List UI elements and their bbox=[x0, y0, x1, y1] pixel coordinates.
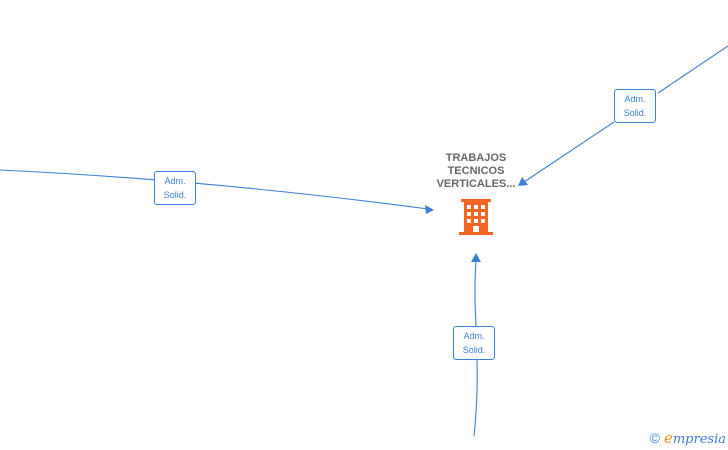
copyright-symbol: © bbox=[649, 430, 660, 446]
edge-left-arrow bbox=[425, 205, 434, 214]
edge-bottom-label[interactable]: Adm. Solid. bbox=[453, 326, 495, 360]
building-icon bbox=[459, 199, 493, 235]
edge-top-right-label-line1: Adm. bbox=[624, 94, 646, 104]
edge-top-right-line bbox=[523, 45, 728, 183]
edge-top-right-label-line2: Solid. bbox=[623, 108, 647, 118]
edge-bottom-label-line1: Adm. bbox=[463, 331, 485, 341]
brand-logo-text: mpresia bbox=[672, 432, 726, 447]
edge-top-right-label[interactable]: Adm. Solid. bbox=[614, 89, 656, 123]
edge-bottom-line bbox=[473, 259, 478, 437]
edge-left-label-line2: Solid. bbox=[163, 190, 187, 200]
edge-bottom-arrow bbox=[471, 253, 481, 262]
center-node-title-line2: TECNICOS bbox=[447, 165, 505, 177]
edge-top-right-arrow bbox=[518, 177, 528, 186]
center-node-title-line1: TRABAJOS bbox=[445, 152, 507, 164]
edge-bottom-label-line2: Solid. bbox=[462, 345, 486, 355]
center-node-title-line3: VERTICALES... bbox=[436, 178, 516, 190]
empresia-watermark: ©empresia bbox=[650, 429, 726, 447]
center-company-node[interactable]: TRABAJOS TECNICOS VERTICALES... bbox=[420, 152, 532, 235]
center-node-title: TRABAJOS TECNICOS VERTICALES... bbox=[420, 152, 532, 191]
edge-left-line bbox=[0, 169, 429, 210]
edge-left-label[interactable]: Adm. Solid. bbox=[154, 171, 196, 205]
edge-left-label-line1: Adm. bbox=[164, 176, 186, 186]
brand-logo-e: e bbox=[663, 429, 673, 447]
